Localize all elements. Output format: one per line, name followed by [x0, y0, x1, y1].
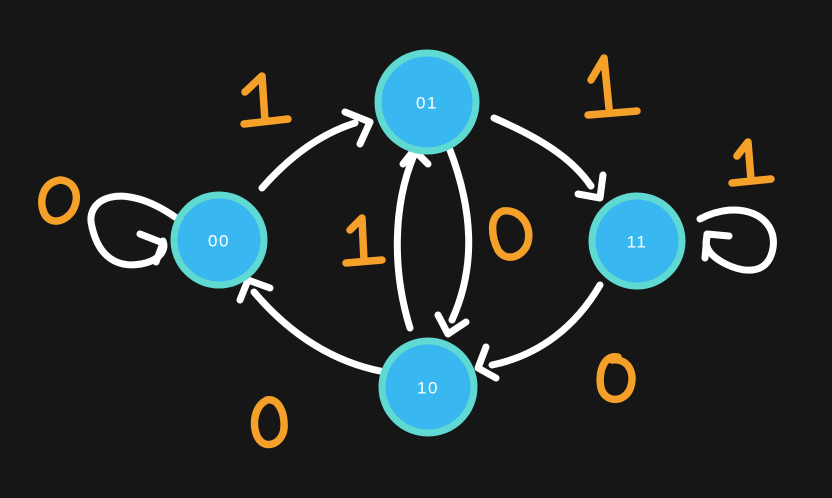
edge-label-10-00: 0	[250, 396, 288, 449]
edge-label-11-10-glyph	[596, 353, 636, 404]
edge-01-to-10-path	[446, 146, 473, 324]
edge-label-00-01-glyph	[240, 72, 292, 128]
edge-01-to-11-path	[490, 114, 595, 190]
edge-10-to-00-arrowhead	[236, 276, 274, 304]
edge-label-11-10: 0	[596, 353, 636, 404]
edge-label-01-11: 1	[584, 54, 641, 119]
edge-11-to-11-path	[696, 206, 777, 274]
edge-11-to-10-arrowhead	[474, 343, 500, 382]
edge-01-to-11[interactable]	[490, 114, 607, 202]
edge-11-to-11-arrowhead	[701, 230, 733, 262]
edge-01-to-10-arrowhead	[434, 311, 470, 338]
edge-11-to-10-path	[488, 281, 604, 369]
edge-label-01-11-glyph	[584, 54, 641, 119]
node-01-label: 01	[416, 94, 438, 113]
edge-label-00-self-glyph	[38, 176, 80, 225]
edge-00-to-01-arrowhead	[341, 108, 374, 148]
node-10-circle	[378, 337, 478, 437]
edge-10-to-00[interactable]	[236, 276, 389, 376]
edge-label-00-self: 0	[38, 176, 80, 225]
edge-10-to-01[interactable]	[393, 146, 432, 332]
edge-label-10-01: 1	[342, 214, 386, 267]
edge-00-to-00[interactable]	[87, 192, 179, 269]
node-11-circle	[588, 192, 686, 290]
edge-00-to-01-path	[258, 119, 359, 192]
edge-label-11-self: 1	[728, 138, 775, 187]
node-01-circle	[374, 49, 480, 155]
node-00-label: 00	[208, 232, 230, 251]
edge-10-to-01-path	[393, 151, 418, 332]
node-11-label: 11	[627, 233, 648, 252]
node-01[interactable]: 01	[374, 49, 480, 155]
edge-00-to-00-arrowhead	[136, 230, 167, 266]
edge-label-10-01-glyph	[342, 214, 386, 267]
edge-01-to-10[interactable]	[434, 146, 473, 338]
node-00-circle	[170, 191, 268, 289]
node-00[interactable]: 00	[170, 191, 268, 289]
edge-00-to-01[interactable]	[258, 108, 374, 192]
node-10[interactable]: 10	[378, 337, 478, 437]
edge-11-to-11[interactable]	[696, 206, 777, 274]
edge-label-11-self-glyph	[728, 138, 775, 187]
edge-01-to-11-arrowhead	[574, 171, 607, 202]
node-10-label: 10	[417, 379, 439, 398]
node-11[interactable]: 11	[588, 192, 686, 290]
edge-11-to-10[interactable]	[474, 281, 604, 382]
edge-label-10-00-glyph	[250, 396, 288, 449]
edge-label-00-01: 1	[240, 72, 292, 128]
edge-label-01-10-glyph	[488, 207, 533, 261]
edge-label-01-10: 0	[488, 207, 533, 261]
edge-10-to-00-path	[250, 288, 389, 376]
